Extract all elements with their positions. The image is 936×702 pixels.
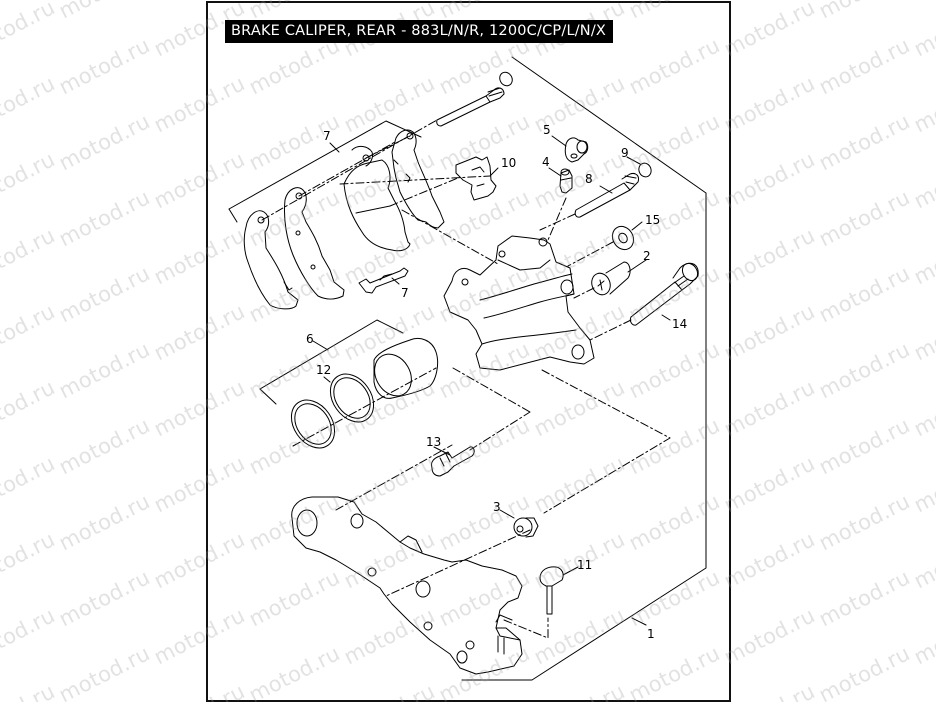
bleeder-cap <box>564 137 589 163</box>
callout-7-spring: 7 <box>401 286 409 300</box>
leader-lines <box>312 135 671 626</box>
pin-plug <box>638 162 652 178</box>
brake-pad-3 <box>343 145 411 252</box>
callout-5: 5 <box>543 123 551 137</box>
callout-13: 13 <box>426 435 442 449</box>
pad-spring <box>358 267 409 294</box>
callout-9: 9 <box>621 146 629 160</box>
pad-pin <box>574 173 639 218</box>
callout-7-pad-kit: 7 <box>323 129 331 143</box>
callout-4: 4 <box>542 155 550 169</box>
callout-14: 14 <box>672 317 688 331</box>
boot-mount <box>513 517 539 538</box>
callout-15: 15 <box>645 213 661 227</box>
caliper-body <box>443 235 595 371</box>
pin-bushing <box>591 261 631 296</box>
callout-6: 6 <box>306 332 314 346</box>
brake-pad-2 <box>284 187 345 300</box>
mounting-bracket-pin <box>539 566 564 615</box>
washer <box>611 225 635 251</box>
diagram-title: BRAKE CALIPER, REAR - 883L/N/R, 1200C/CP… <box>225 20 613 43</box>
callout-2: 2 <box>643 249 651 263</box>
callout-10: 10 <box>501 156 517 170</box>
callout-11: 11 <box>577 558 593 572</box>
caliper-pin <box>629 262 699 326</box>
upper-pad-pin <box>436 71 513 127</box>
pad-clip <box>455 156 497 201</box>
callout-1: 1 <box>647 627 655 641</box>
callout-3: 3 <box>493 500 501 514</box>
seal-ring-outer <box>290 399 336 449</box>
piston <box>373 338 439 399</box>
diagram-frame <box>206 1 731 702</box>
brake-pad-1 <box>243 210 299 310</box>
bracket-item-1 <box>461 56 707 681</box>
seal-ring-12 <box>329 373 375 423</box>
bracket-item-6 <box>259 319 404 405</box>
bracket-item-7 <box>228 120 422 223</box>
bleeder-valve <box>559 168 573 194</box>
callout-12: 12 <box>316 363 332 377</box>
callout-8: 8 <box>585 172 593 186</box>
mounting-bracket <box>291 496 523 675</box>
stud <box>431 446 475 477</box>
alignment-lines <box>261 119 671 639</box>
